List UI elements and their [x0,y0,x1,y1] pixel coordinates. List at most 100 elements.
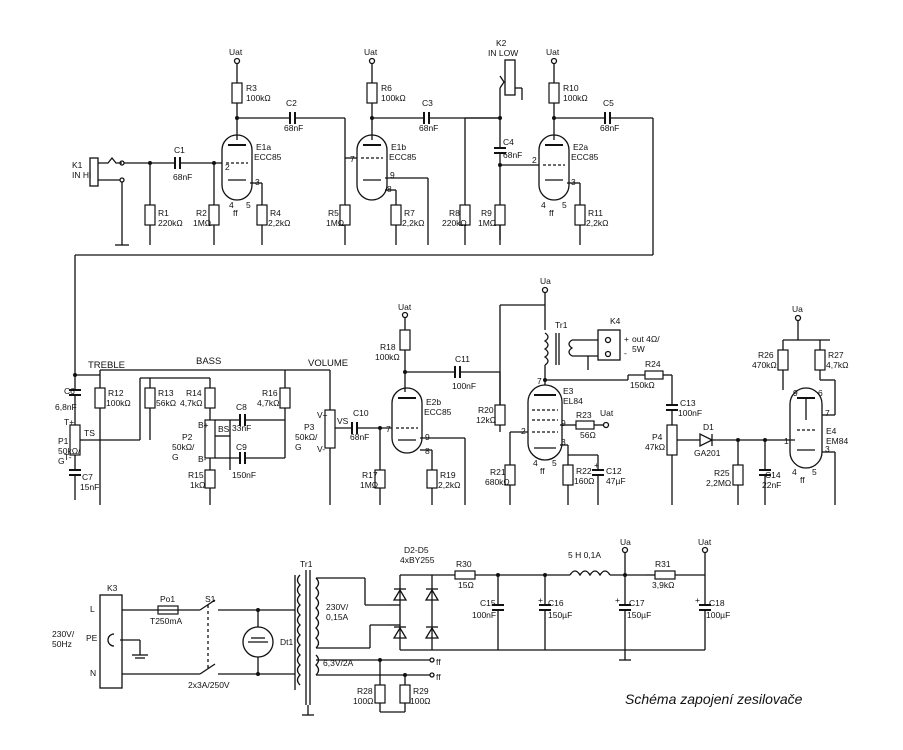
svg-text:150µF: 150µF [548,610,572,620]
svg-text:T250mA: T250mA [150,616,182,626]
svg-text:1: 1 [784,436,789,446]
resistor-r12 [94,387,106,409]
svg-text:6,8nF: 6,8nF [55,402,77,412]
pot-p3-volume[interactable]: V+ V- VS P3 50kΩ/ G [295,370,352,454]
svg-text:E2b: E2b [426,397,441,407]
pot-p2-bass[interactable]: B+ B- BS P2 50kΩ/ G [172,419,230,464]
svg-text:Uat: Uat [698,537,712,547]
input-jack-k1[interactable]: K1 IN HI [72,156,125,187]
svg-text:C18: C18 [709,598,725,608]
svg-text:Uat: Uat [600,408,614,418]
input-jack-k2[interactable]: K2 IN LOW [488,38,523,118]
svg-text:R7: R7 [404,208,415,218]
resistor-r25 [732,464,744,486]
svg-text:5: 5 [246,200,251,210]
svg-text:4,7kΩ: 4,7kΩ [826,360,848,370]
svg-text:68nF: 68nF [600,123,619,133]
svg-text:K3: K3 [107,583,118,593]
svg-text:4,7kΩ: 4,7kΩ [180,398,202,408]
svg-text:4: 4 [533,458,538,468]
svg-text:ECC85: ECC85 [254,152,282,162]
svg-text:+: + [538,595,543,605]
svg-text:7: 7 [350,154,355,164]
resistor-r28 [374,684,386,704]
svg-text:9: 9 [425,432,430,442]
tube-e2b: E2b ECC85 798 [386,387,452,456]
svg-text:5: 5 [812,467,817,477]
svg-text:C12: C12 [606,466,622,476]
svg-text:C10: C10 [353,408,369,418]
svg-text:1MΩ: 1MΩ [360,480,378,490]
svg-text:P2: P2 [182,432,193,442]
svg-text:R28: R28 [357,686,373,696]
svg-text:R22: R22 [576,466,592,476]
svg-text:+: + [594,460,599,470]
svg-text:T-: T- [64,452,72,462]
svg-text:R26: R26 [758,350,774,360]
svg-text:8: 8 [425,446,430,456]
svg-text:R1: R1 [158,208,169,218]
svg-text:1MΩ: 1MΩ [193,218,211,228]
svg-text:C13: C13 [680,398,696,408]
svg-text:ff: ff [549,208,554,218]
svg-text:100kΩ: 100kΩ [381,93,406,103]
svg-text:2,2MΩ: 2,2MΩ [706,478,731,488]
svg-text:ff: ff [436,672,441,682]
svg-text:Tr1: Tr1 [300,559,313,569]
svg-text:Uat: Uat [398,302,412,312]
svg-text:R4: R4 [270,208,281,218]
svg-text:R5: R5 [328,208,339,218]
svg-text:B+: B+ [198,420,209,430]
svg-text:220kΩ: 220kΩ [158,218,183,228]
resistor-r22 [562,464,574,486]
uat-terminal-3: Uat [546,47,560,83]
svg-text:4,7kΩ: 4,7kΩ [257,398,279,408]
svg-text:L: L [90,604,95,614]
svg-text:15Ω: 15Ω [458,580,474,590]
svg-text:50Hz: 50Hz [52,639,72,649]
pot-p1-treble[interactable]: T+ T- P1 50kΩ/ G TS [58,417,140,466]
svg-text:7: 7 [825,408,830,418]
svg-text:9: 9 [793,388,798,398]
output-connector-k4[interactable]: K4 + - out 4Ω/ 5W [597,316,660,361]
uat-terminal-1: Uat [229,47,243,83]
svg-text:R21: R21 [490,467,506,477]
power-switch-s1[interactable]: S1 2x3A/250V [188,594,230,690]
svg-text:470kΩ: 470kΩ [752,360,777,370]
svg-text:56Ω: 56Ω [580,430,596,440]
svg-text:E1a: E1a [256,142,271,152]
svg-text:3: 3 [825,444,830,454]
svg-text:Ua: Ua [540,276,551,286]
svg-text:C15: C15 [480,598,496,608]
svg-text:9: 9 [390,170,395,180]
svg-text:C7: C7 [82,472,93,482]
uat-terminal-2: Uat [364,47,378,83]
svg-text:50kΩ/: 50kΩ/ [58,446,81,456]
svg-text:150µF: 150µF [627,610,651,620]
resistor-r18 [399,329,411,351]
mains-connector-k3[interactable]: K3 L PE N [86,583,123,689]
svg-text:C5: C5 [603,98,614,108]
resistor-r27 [814,349,826,371]
svg-text:68nF: 68nF [350,432,369,442]
svg-text:ff: ff [800,475,805,485]
svg-text:VOLUME: VOLUME [308,358,348,369]
svg-text:1MΩ: 1MΩ [478,218,496,228]
svg-text:2: 2 [521,426,526,436]
svg-text:R24: R24 [645,359,661,369]
svg-text:3: 3 [571,177,576,187]
resistor-r6 [366,82,378,104]
resistor-r23 [575,420,595,430]
resistor-r7 [390,204,402,226]
svg-text:47µF: 47µF [606,476,626,486]
svg-text:150nF: 150nF [232,470,256,480]
svg-text:100kΩ: 100kΩ [375,352,400,362]
pot-p4[interactable]: P4 47kΩ [645,424,700,456]
svg-text:+: + [624,334,629,344]
svg-text:C9: C9 [236,442,247,452]
svg-text:BASS: BASS [196,356,221,367]
svg-text:100nF: 100nF [452,381,476,391]
